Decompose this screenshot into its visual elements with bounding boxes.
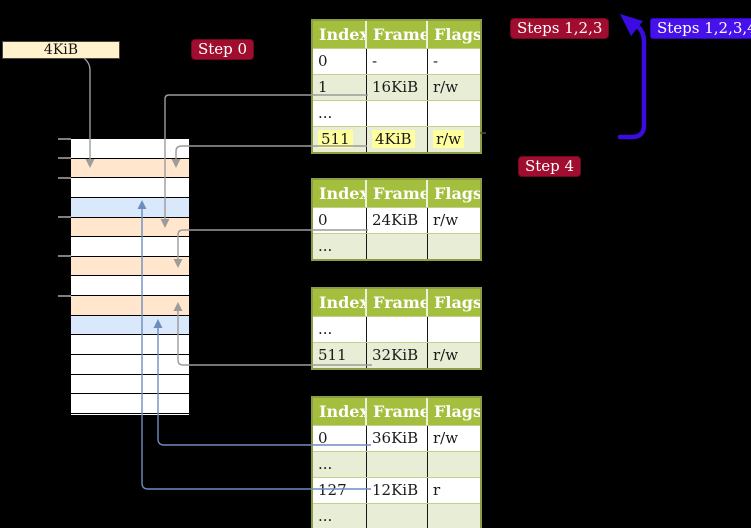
memory-frame-row-white xyxy=(71,237,189,257)
memory-frame-row-peach xyxy=(71,217,189,238)
table-cell: 4KiB xyxy=(367,127,428,152)
table-cell: r/w xyxy=(433,211,459,229)
memory-frame-row-white xyxy=(71,394,189,414)
table-cell xyxy=(367,234,428,259)
table-cell: r xyxy=(433,481,441,499)
table-row: ... xyxy=(313,233,480,259)
table-cell: ... xyxy=(313,234,367,259)
column-header: Frame xyxy=(367,21,428,48)
memory-frame-row-white xyxy=(71,374,189,395)
table-cell: ... xyxy=(313,317,367,342)
steps-123-badge: Steps 1,2,3 xyxy=(510,18,610,39)
table-cell: 0 xyxy=(313,49,367,74)
up-left-arrowhead-icon xyxy=(620,14,643,36)
column-header: Frame xyxy=(367,289,428,316)
address-tick xyxy=(58,137,71,140)
table-cell: 36KiB xyxy=(367,426,428,451)
table-cell: ... xyxy=(313,504,367,528)
memory-frame-row-white xyxy=(71,335,189,356)
table-cell xyxy=(428,317,480,342)
memory-size-label: 4KiB xyxy=(2,41,120,59)
column-header: Frame xyxy=(367,398,428,425)
table-cell xyxy=(428,452,480,477)
column-header: Flags xyxy=(434,293,480,312)
table-cell xyxy=(367,504,428,528)
steps-1234-arrow xyxy=(617,14,647,140)
table-cell: 511 xyxy=(313,127,367,152)
column-header: Flags xyxy=(434,184,480,203)
step0-badge: Step 0 xyxy=(191,39,255,60)
table-cell: r/w xyxy=(433,78,459,96)
table-row: ... xyxy=(313,451,480,477)
column-header: Index xyxy=(313,21,367,48)
memory-strip xyxy=(58,137,190,415)
table-cell xyxy=(428,234,480,259)
table-cell: 24KiB xyxy=(367,208,428,233)
column-header: Flags xyxy=(434,402,480,421)
table-row: ... xyxy=(313,316,480,342)
table-cell: 32KiB xyxy=(367,343,428,368)
table-cell xyxy=(367,101,428,126)
table-cell xyxy=(367,317,428,342)
table-cell: - xyxy=(367,49,428,74)
highlighted-value: r/w xyxy=(433,130,465,148)
memory-frame-row-white xyxy=(71,139,189,159)
memory-frame-row-peach xyxy=(71,158,189,179)
table-cell: r/w xyxy=(428,127,480,152)
table-row: 0-- xyxy=(313,48,480,74)
memory-frame-row-blue xyxy=(71,197,189,218)
memory-frame-row-blue xyxy=(71,315,189,336)
memory-frame-row-white xyxy=(71,178,189,198)
address-tick xyxy=(58,255,71,258)
table-cell: 1 xyxy=(313,75,367,100)
address-tick xyxy=(58,294,71,297)
table-cell: 0 xyxy=(313,426,367,451)
table-cell: 0 xyxy=(313,208,367,233)
table-row: ... xyxy=(313,100,480,126)
column-header: Frame xyxy=(367,180,428,207)
highlighted-value: 4KiB xyxy=(372,130,415,148)
table-cell: ... xyxy=(313,452,367,477)
table-cell: r/w xyxy=(433,429,459,447)
table-cell: 511 xyxy=(313,343,367,368)
column-header: Index xyxy=(313,398,367,425)
column-header: Flags xyxy=(434,25,480,44)
table-row: ... xyxy=(313,503,480,528)
address-tick xyxy=(58,176,71,179)
table-cell xyxy=(428,504,480,528)
table-cell: r/w xyxy=(433,346,459,364)
table-cell xyxy=(367,452,428,477)
table-row: 511 4KiB r/w xyxy=(313,126,480,152)
memory-frame-row-peach xyxy=(71,296,189,316)
table-cell: 16KiB xyxy=(367,75,428,100)
address-tick xyxy=(58,157,71,160)
memory-frame-row-white xyxy=(71,355,189,375)
table-cell xyxy=(428,101,480,126)
steps-1234-badge: Steps 1,2,3,4 xyxy=(650,18,751,39)
memory-frame-row-peach xyxy=(71,256,189,277)
table-cell: - xyxy=(433,52,439,70)
column-header: Index xyxy=(313,289,367,316)
table-cell: 127 xyxy=(313,478,367,503)
memory-frame-row-white xyxy=(71,276,189,297)
step4-badge: Step 4 xyxy=(518,156,582,177)
address-tick xyxy=(58,216,71,219)
column-header: Index xyxy=(313,180,367,207)
table-cell: ... xyxy=(313,101,367,126)
highlighted-value: 511 xyxy=(318,130,353,148)
table-cell: 12KiB xyxy=(367,478,428,503)
